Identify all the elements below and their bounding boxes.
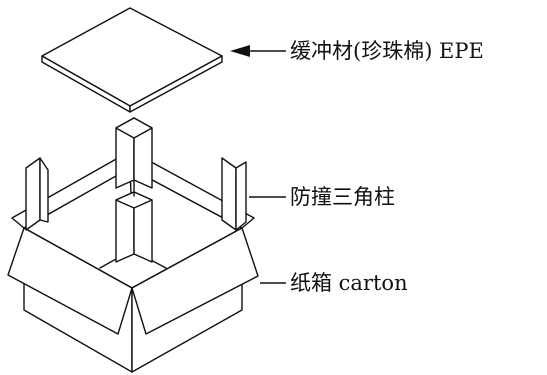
corner-post-center (115, 191, 153, 263)
cushion-arrow (230, 45, 286, 57)
corner-post-right (221, 157, 247, 231)
corner-post-left (25, 157, 49, 231)
carton-label: 纸箱 carton (290, 271, 408, 295)
cushion-label: 缓冲材(珍珠棉) EPE (290, 39, 484, 63)
epe-cushion-sheet (41, 7, 223, 113)
corner-post-label: 防撞三角柱 (290, 185, 395, 209)
corner-post-back (115, 117, 153, 197)
carton-right-flap (131, 227, 259, 335)
carton-left-flap (7, 227, 133, 335)
